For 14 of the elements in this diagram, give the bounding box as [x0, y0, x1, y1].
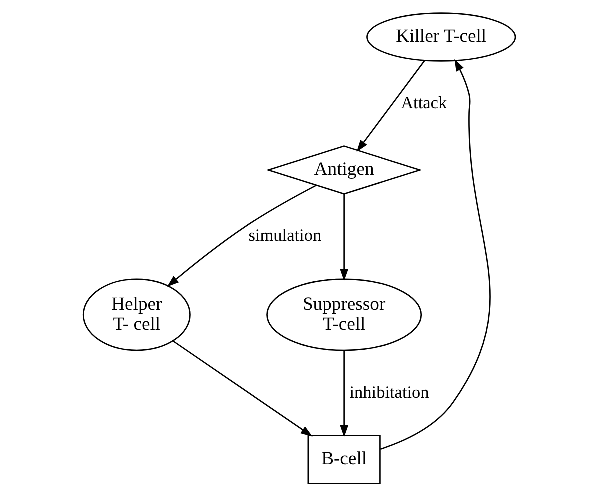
- arrow: [340, 194, 349, 282]
- node-ellipse: Suppressor T-cell: [266, 278, 422, 352]
- arrow: [356, 60, 426, 152]
- node-diamond: Antigen: [266, 146, 422, 195]
- node-ellipse: Killer T-cell: [366, 12, 516, 62]
- node-ellipse: Helper T- cell: [82, 278, 191, 352]
- node-box: B-cell: [308, 435, 381, 484]
- edge-label: Attack: [401, 93, 448, 112]
- arrow: [380, 59, 491, 450]
- arrow: [167, 184, 317, 288]
- arrow: [340, 350, 349, 438]
- edge-label: simulation: [248, 226, 322, 246]
- arrow: [173, 340, 313, 437]
- edge-label: inhibitation: [350, 382, 430, 402]
